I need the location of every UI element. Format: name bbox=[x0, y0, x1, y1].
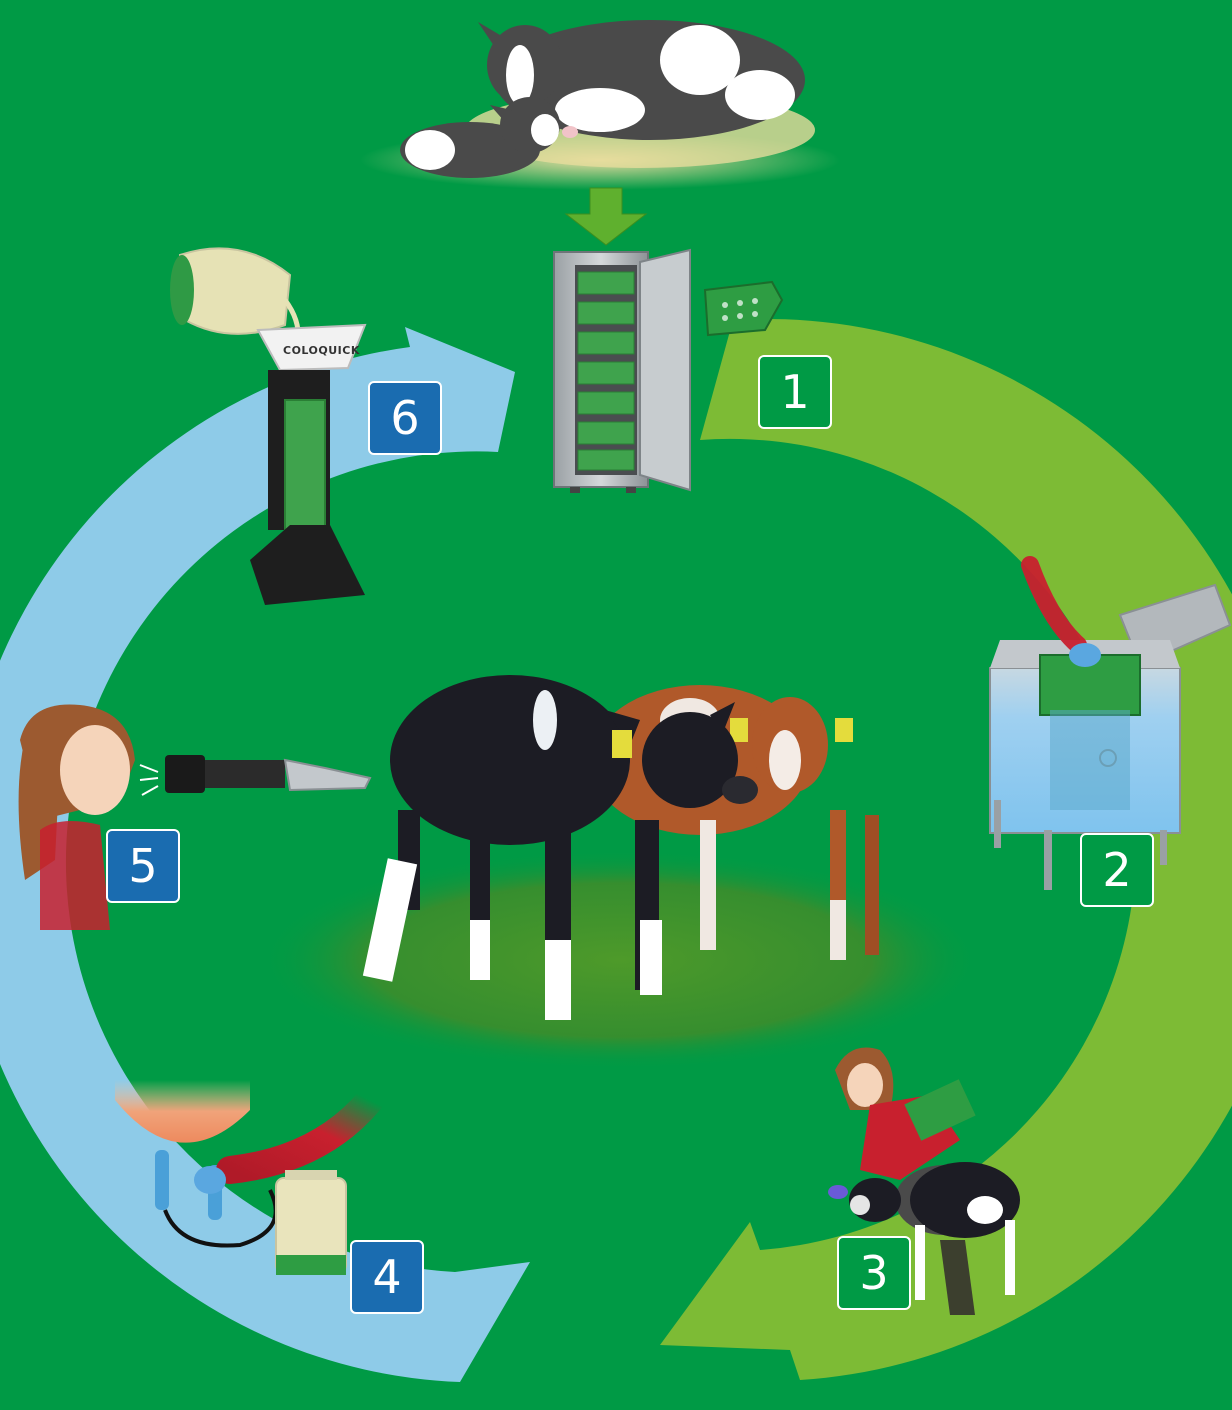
step-badge-5: 5 bbox=[106, 829, 180, 903]
freezer-illustration bbox=[554, 250, 690, 493]
refractometer-illustration bbox=[19, 704, 370, 930]
coloquick-brand-label: COLOQUICK bbox=[283, 344, 360, 357]
two-calves-photo bbox=[260, 675, 980, 1070]
step-badge-6: 6 bbox=[368, 381, 442, 455]
freezer-shelves bbox=[578, 272, 634, 470]
step-badge-1: 1 bbox=[758, 355, 832, 429]
cow-with-calf-illustration bbox=[360, 20, 840, 190]
step-badge-4: 4 bbox=[350, 1240, 424, 1314]
step-badge-3: 3 bbox=[837, 1236, 911, 1310]
down-arrow-icon bbox=[566, 188, 646, 245]
step-badge-2: 2 bbox=[1080, 833, 1154, 907]
